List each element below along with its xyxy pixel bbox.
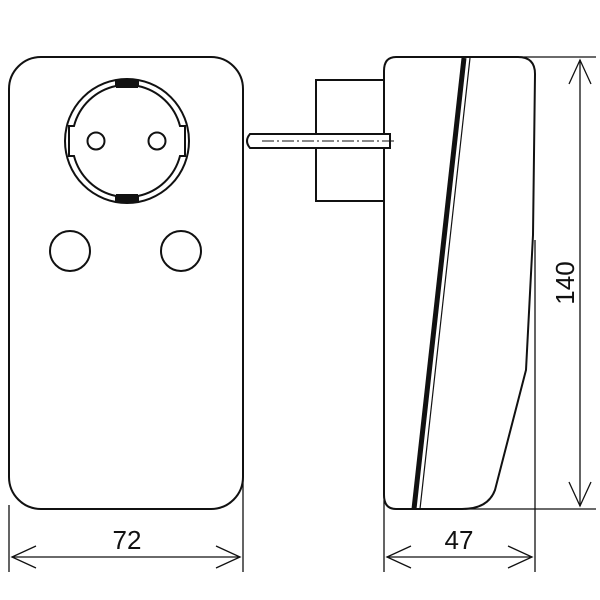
side-housing	[383, 56, 537, 510]
housing-seam-inner	[419, 57, 471, 510]
socket-outlet	[64, 78, 190, 204]
socket-rim	[64, 78, 190, 204]
dimension-lines	[8, 56, 596, 572]
width-arrow-right	[215, 545, 242, 569]
socket-pin-hole-left	[86, 131, 106, 151]
earth-clip-top	[116, 80, 138, 88]
height-arrow-bottom	[568, 481, 592, 508]
width-dimension-label: 72	[113, 525, 142, 555]
housing-seam	[411, 57, 467, 510]
depth-arrow-left	[385, 545, 412, 569]
socket-pin-hole-right	[147, 131, 167, 151]
width-arrow-left	[10, 545, 37, 569]
socket-recess	[68, 81, 186, 201]
depth-dimension-label: 47	[445, 525, 474, 555]
height-dimension-label: 140	[550, 261, 580, 304]
earth-clip-bottom	[116, 194, 138, 202]
button-left	[49, 230, 91, 272]
front-housing	[8, 56, 244, 510]
front-view	[8, 56, 244, 510]
height-arrow-top	[568, 58, 592, 85]
depth-arrow-right	[507, 545, 534, 569]
side-view	[246, 56, 537, 510]
button-right	[160, 230, 202, 272]
